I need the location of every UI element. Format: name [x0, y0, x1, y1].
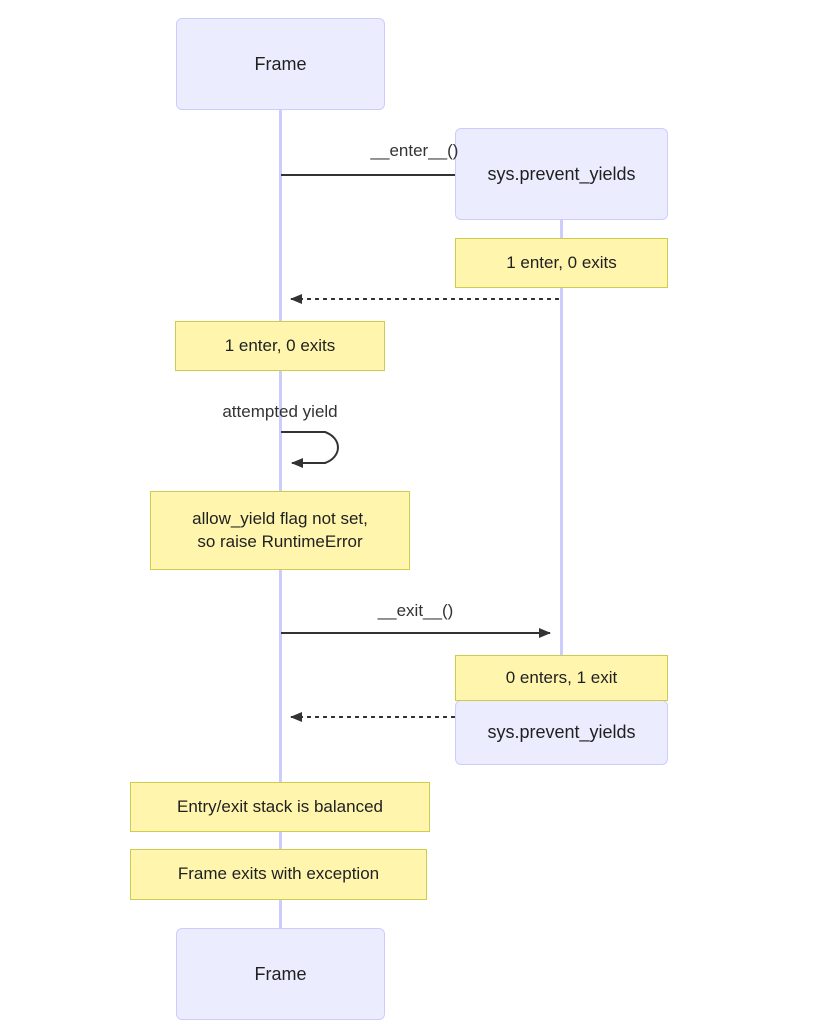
note-right-exit-counts: 0 enters, 1 exit [455, 655, 668, 701]
actor-frame-top-label: Frame [254, 53, 307, 74]
message-enter-text: __enter__() [370, 141, 459, 160]
message-exit-text: __exit__() [377, 601, 454, 620]
message-label-enter: __enter__() [281, 141, 548, 161]
actor-sys-prevent-yields-bottom[interactable]: sys.prevent_yields [455, 700, 668, 765]
message-label-self-loop: attempted yield [196, 402, 364, 422]
actor-sys-prevent-yields-bottom-label: sys.prevent_yields [487, 722, 636, 742]
note-raise-runtime-error: allow_yield flag not set, so raise Runti… [150, 491, 410, 570]
note-stack-balanced: Entry/exit stack is balanced [130, 782, 430, 832]
actor-sys-prevent-yields-top-label: sys.prevent_yields [487, 163, 636, 184]
note-left-enter-counts: 1 enter, 0 exits [175, 321, 385, 371]
actor-frame-bottom[interactable]: Frame [176, 928, 385, 1020]
actor-frame-top[interactable]: Frame [176, 18, 385, 110]
message-self-loop-text: attempted yield [222, 402, 338, 421]
message-label-exit: __exit__() [281, 601, 550, 621]
actor-frame-bottom-label: Frame [254, 963, 307, 984]
note-raise-error-line1: allow_yield flag not set, [192, 508, 368, 528]
actor-sys-prevent-yields-top[interactable]: sys.prevent_yields [455, 128, 668, 220]
lifeline-sys-prevent-yields [560, 220, 563, 703]
note-raise-error-line2: so raise RuntimeError [197, 531, 363, 551]
note-frame-exits-exception: Frame exits with exception [130, 849, 427, 900]
note-right-enter-counts: 1 enter, 0 exits [455, 238, 668, 288]
